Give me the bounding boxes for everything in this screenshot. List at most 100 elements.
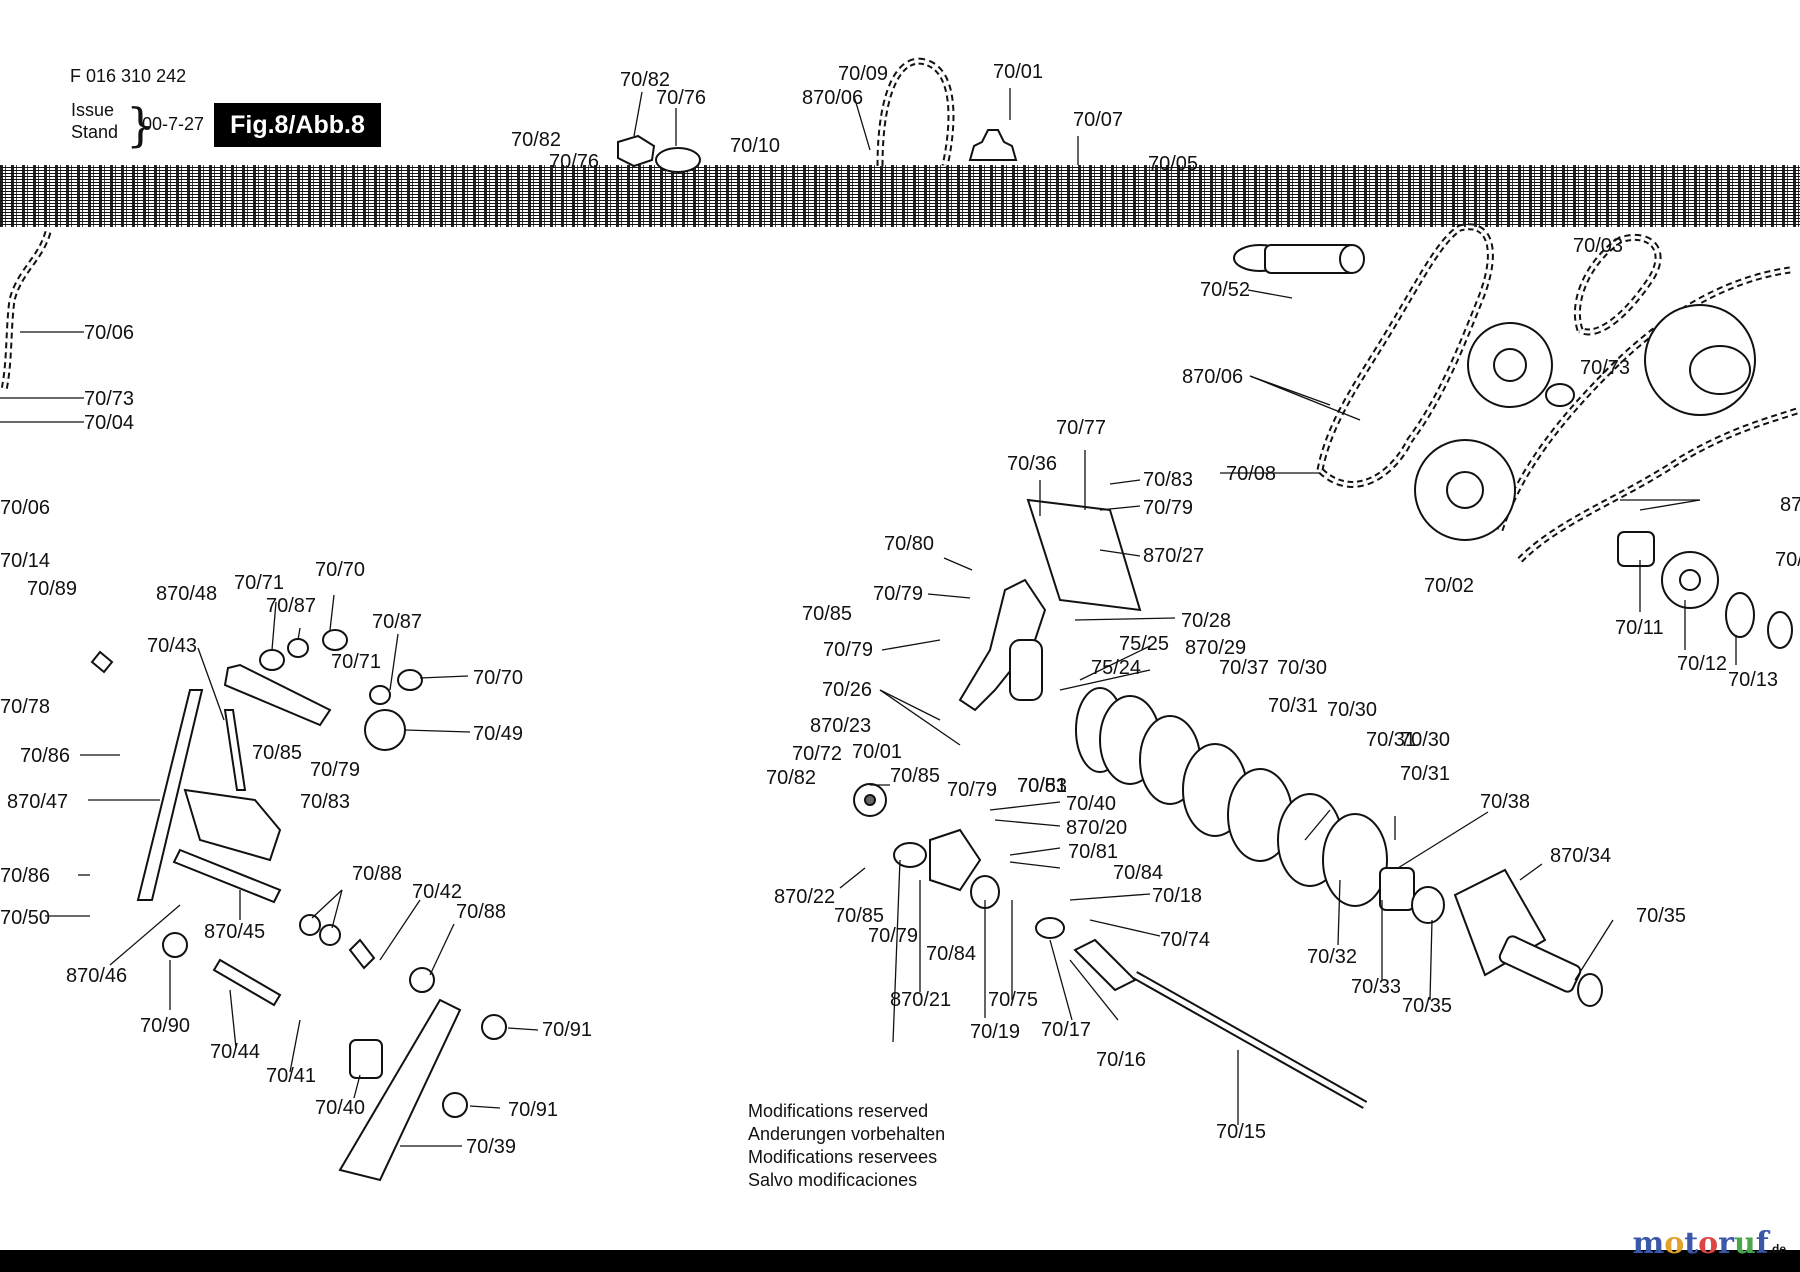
callout: 870/06 [802, 87, 863, 109]
callout: 70/38 [1480, 791, 1530, 813]
callout: 70/83 [300, 791, 350, 813]
logo-r: r [1718, 1226, 1734, 1261]
callout: 70/78 [0, 696, 50, 718]
callout: 70/84 [1113, 862, 1163, 884]
callout: 70/01 [852, 741, 902, 763]
callout: 70/86 [0, 865, 50, 887]
scan-noise-band [0, 165, 1800, 227]
callout: 870/34 [1550, 845, 1611, 867]
callout: 70/76 [549, 151, 599, 173]
callout: 870/22 [774, 886, 835, 908]
callout: 870/45 [204, 921, 265, 943]
callout: 70/14 [0, 550, 50, 572]
callout: 70/13 [1728, 669, 1778, 691]
callout: 870/47 [7, 791, 68, 813]
callout: 70/30 [1277, 657, 1327, 679]
left-linkage [90, 629, 507, 1182]
callout: 70/12 [1677, 653, 1727, 675]
callout: 870/23 [810, 715, 871, 737]
callout: 70/17 [1041, 1019, 1091, 1041]
callout: 70/89 [27, 578, 77, 600]
callout: 70/03 [1573, 235, 1623, 257]
callout: 70/40 [315, 1097, 365, 1119]
brand-logo[interactable]: motoruf.de [1632, 1226, 1786, 1261]
callout: 70/75 [988, 989, 1038, 1011]
callout: 70/81 [1068, 841, 1118, 863]
callout: 70/73 [84, 388, 134, 410]
callout: 870/20 [1066, 817, 1127, 839]
callout: 70/39 [466, 1136, 516, 1158]
callout: 70/79 [1143, 497, 1193, 519]
callout: 70/82 [620, 69, 670, 91]
center-assembly [853, 498, 1603, 1109]
callout: 70/10 [730, 135, 780, 157]
callout: 70/31 [1366, 729, 1416, 751]
callout: 70/16 [1096, 1049, 1146, 1071]
callout: 70/51 [1017, 775, 1067, 797]
callout: 70/41 [266, 1065, 316, 1087]
callout: 70/11 [1615, 617, 1664, 639]
callout: 70/91 [508, 1099, 558, 1121]
callout: 70/15 [1216, 1121, 1266, 1143]
callout: 70/82 [511, 129, 561, 151]
callout: 70/74 [1160, 929, 1210, 951]
callout: 70/79 [947, 779, 997, 801]
issue-date: 00-7-27 [142, 114, 205, 134]
footer-bar [0, 1250, 1800, 1272]
callout: 70/05 [1148, 153, 1198, 175]
callout: 70/79 [823, 639, 873, 661]
logo-u: u [1733, 1226, 1756, 1261]
callout: 70/90 [140, 1015, 190, 1037]
callout: 70/44 [210, 1041, 260, 1063]
right-chain-drive [1316, 223, 1800, 649]
callout: 70/84 [926, 943, 976, 965]
callout: 70/87 [372, 611, 422, 633]
logo-f: f [1755, 1226, 1769, 1261]
callout: 870/27 [1143, 545, 1204, 567]
callout: 75/24 [1091, 657, 1141, 679]
callout: 70/35 [1636, 905, 1686, 927]
note-line: Salvo modificaciones [748, 1170, 918, 1190]
brace-icon: } [126, 98, 156, 152]
callout: 70/01 [993, 61, 1043, 83]
callout: 75/25 [1119, 633, 1169, 655]
callout: 70/82 [766, 767, 816, 789]
callout: 70/85 [890, 765, 940, 787]
callout: 70/42 [412, 881, 462, 903]
callout: 70/35 [1402, 995, 1452, 1017]
callout: 70/31 [1268, 695, 1318, 717]
callout: 70/73 [1580, 357, 1630, 379]
callout: 70/71 [331, 651, 381, 673]
callout: 70/30 [1400, 729, 1450, 751]
callout: 70/70 [315, 559, 365, 581]
callout: 70/28 [1181, 610, 1231, 632]
callout: 870/21 [890, 989, 951, 1011]
note-line: Modifications reservees [748, 1147, 938, 1167]
callout: 870/29 [1185, 637, 1246, 659]
callout: 70/72 [792, 743, 842, 765]
callout: 70/79 [873, 583, 923, 605]
callout: 70/52 [1200, 279, 1250, 301]
figure-badge: Fig.8/Abb.8 [214, 103, 381, 147]
callout: 70/86 [20, 745, 70, 767]
callout: 70/06 [0, 497, 50, 519]
stand-label: Stand [71, 122, 119, 142]
logo-t: t [1684, 1226, 1699, 1261]
logo-o1: o [1664, 1226, 1685, 1261]
logo-m: m [1632, 1226, 1665, 1261]
callout: 70/04 [84, 412, 134, 434]
callout: 870/46 [66, 965, 127, 987]
callout: 70/70 [473, 667, 523, 689]
callout: 70/77 [1056, 417, 1106, 439]
leader-lines [0, 88, 1737, 1147]
callout: 70/50 [0, 907, 50, 929]
callout: 70/09 [838, 63, 888, 85]
callout: 70/07 [1073, 109, 1123, 131]
callout-labels: 70/82 70/76 70/09 870/06 70/01 70/07 70/… [0, 61, 1800, 1158]
callout: 70/19 [970, 1021, 1020, 1043]
callout: 70/85 [802, 603, 852, 625]
callout: 870/48 [156, 583, 217, 605]
callout: 70/30 [1327, 699, 1377, 721]
callout: 70/02 [1424, 575, 1474, 597]
callout: 70/08 [1226, 463, 1276, 485]
